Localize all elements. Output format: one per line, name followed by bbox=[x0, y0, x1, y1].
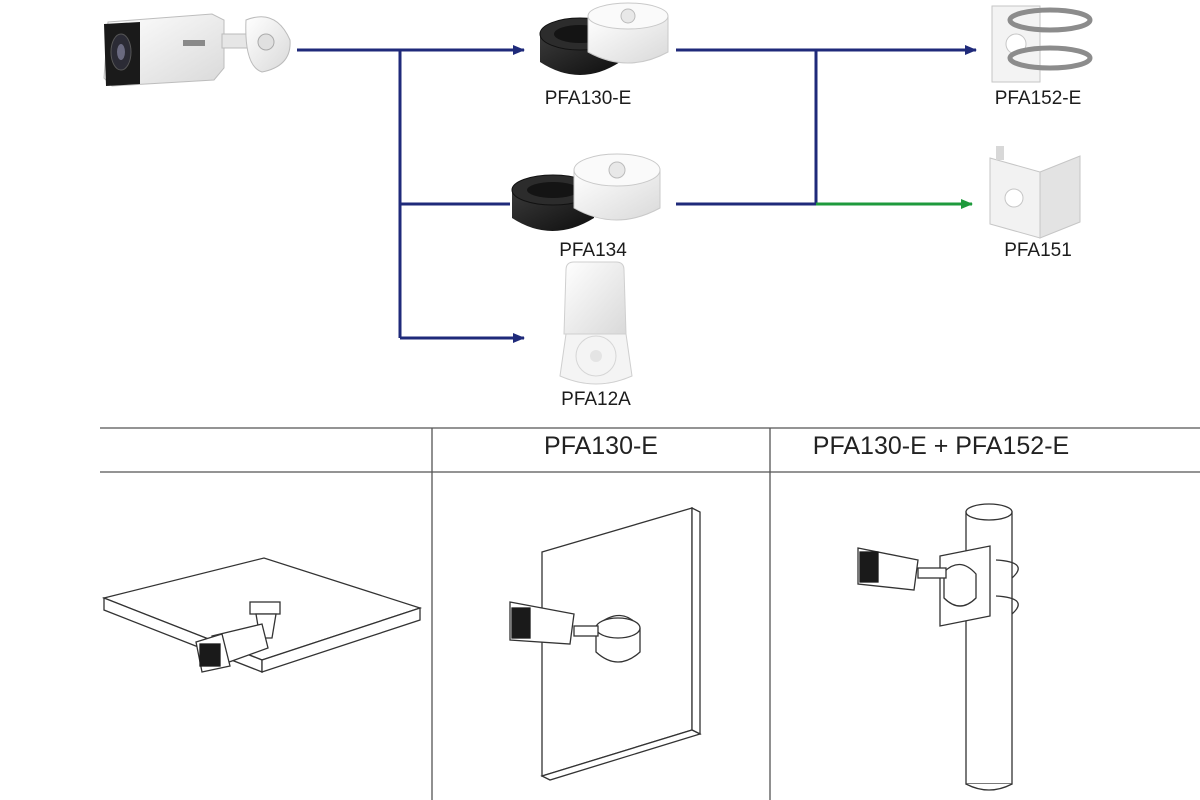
connector-lines bbox=[297, 45, 977, 343]
pfa152e-product-photo bbox=[991, 5, 1093, 83]
label-pfa134: PFA134 bbox=[559, 240, 627, 261]
label-pfa151: PFA151 bbox=[1004, 240, 1072, 261]
pfa12a-product-photo bbox=[559, 261, 633, 385]
label-pfa152e: PFA152-E bbox=[994, 88, 1082, 109]
label-pfa12a: PFA12A bbox=[561, 389, 631, 410]
camera-logo bbox=[183, 40, 205, 46]
pfa134-product-photo bbox=[511, 153, 661, 231]
ceiling-mount-illustration bbox=[101, 557, 423, 673]
wall-mount-illustration bbox=[509, 506, 702, 781]
table-header-col-3: PFA130-E + PFA152-E bbox=[812, 432, 1070, 460]
comparison-table-grid bbox=[100, 427, 1200, 800]
table-header-col-2: PFA130-E bbox=[544, 432, 658, 460]
bullet-camera-photo bbox=[103, 13, 291, 87]
pole-mount-illustration bbox=[857, 503, 1019, 791]
label-pfa130e: PFA130-E bbox=[544, 88, 632, 109]
pfa130e-product-photo bbox=[539, 2, 669, 75]
pfa151-product-photo bbox=[989, 146, 1081, 239]
